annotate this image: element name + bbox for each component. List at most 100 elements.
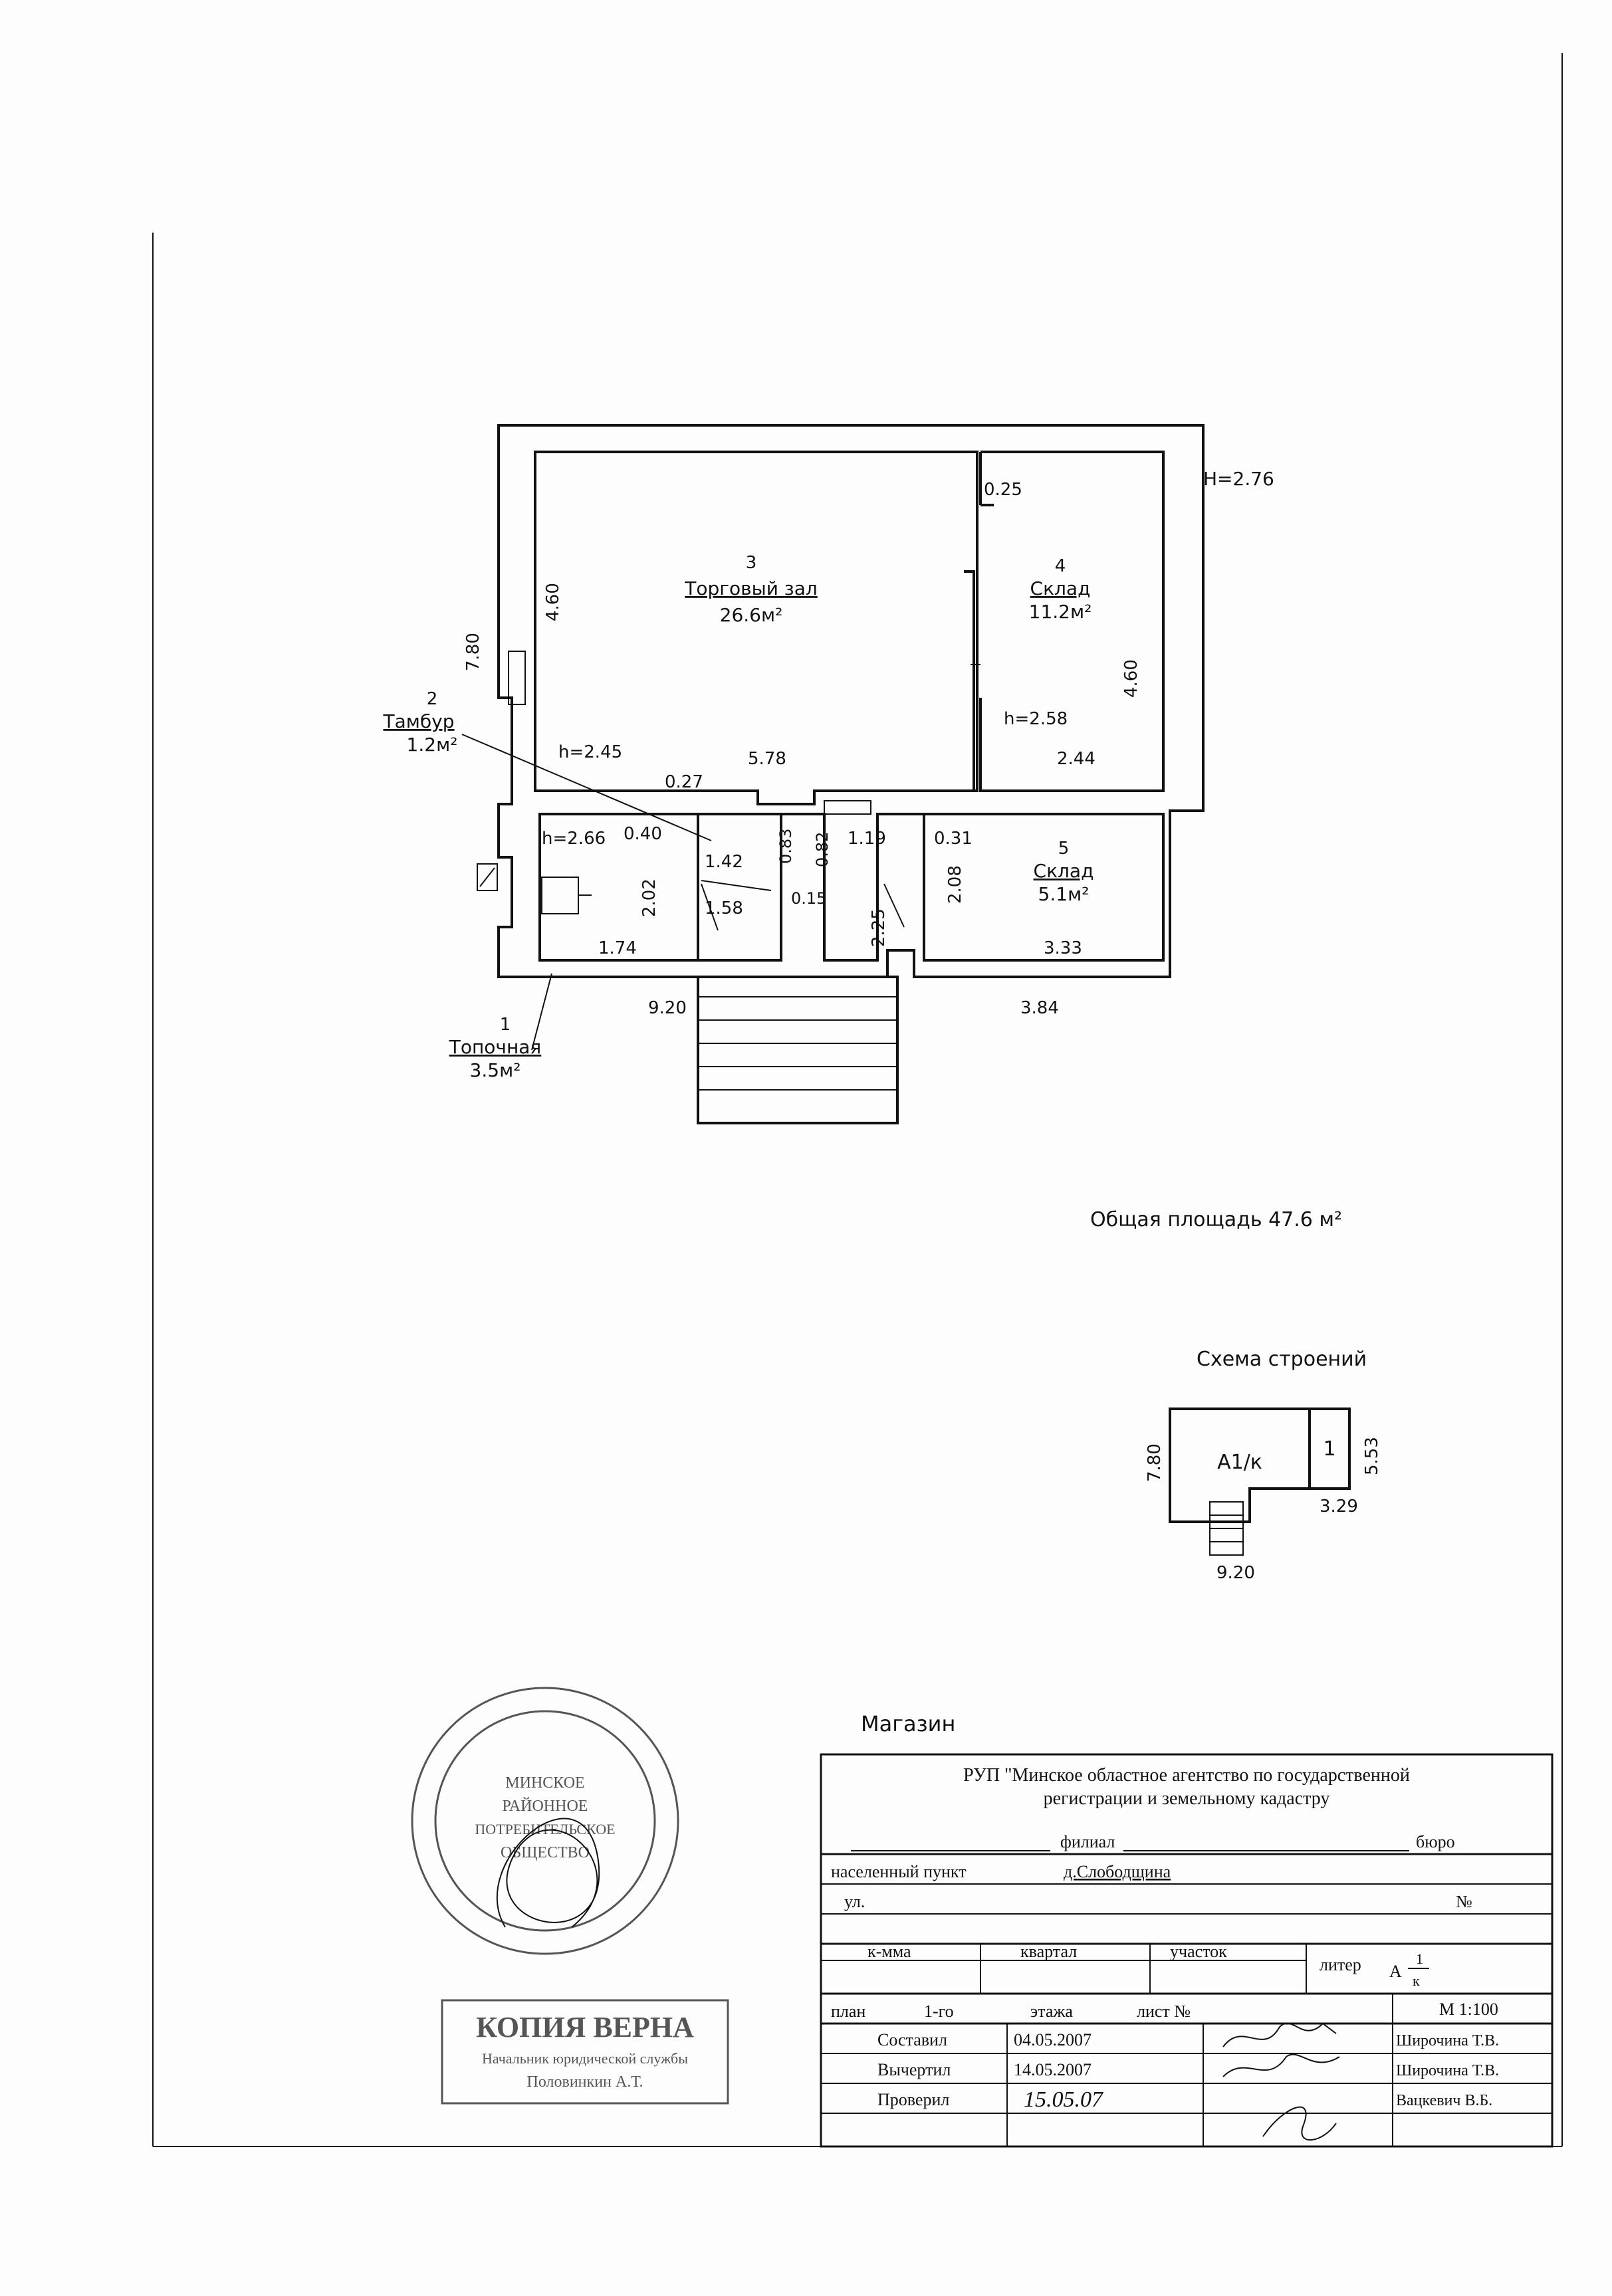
liter-value: А: [1389, 1962, 1402, 1981]
col-uchastok: участок: [1170, 1942, 1227, 1961]
dim-174: 1.74: [598, 938, 637, 958]
floor-value: 1-го: [924, 2002, 954, 2021]
scheme-label-main: А1/к: [1217, 1451, 1262, 1474]
scheme-dim-329: 3.29: [1320, 1497, 1358, 1516]
row-1-date: 04.05.2007: [1014, 2030, 1092, 2049]
room-3-number: 3: [746, 553, 757, 573]
dim-027: 0.27: [665, 772, 703, 792]
dim-578: 5.78: [748, 749, 786, 769]
dim-025: 0.25: [984, 480, 1022, 500]
dim-031: 0.31: [934, 829, 973, 849]
scheme-label-annex: 1: [1323, 1437, 1335, 1461]
dim-384: 3.84: [1020, 998, 1059, 1018]
scheme-dim-920: 9.20: [1216, 1563, 1255, 1583]
dim-920: 9.20: [648, 998, 687, 1018]
copy-line3: Половинкин А.Т.: [527, 2073, 643, 2091]
dim-202: 2.02: [639, 879, 659, 917]
total-area: Общая площадь 47.6 м²: [1090, 1208, 1342, 1231]
room-1-number: 1: [500, 1015, 511, 1035]
room-1-name: Топочная: [449, 1036, 542, 1058]
row-1-name: Широчина Т.В.: [1396, 2032, 1499, 2049]
col-kvartal: квартал: [1020, 1942, 1077, 1961]
room-5-area: 5.1м²: [1038, 883, 1090, 905]
room-5-contour: [923, 813, 1165, 962]
room-2-number: 2: [427, 689, 438, 709]
room-3-name: Торговый зал: [684, 577, 818, 599]
dim-333: 3.33: [1044, 938, 1082, 958]
object-name: Магазин: [861, 1711, 955, 1736]
room-4-number: 4: [1055, 556, 1066, 576]
sheet-frame: [152, 53, 1563, 2147]
seal-line-4: ОБЩЕСТВО: [501, 1844, 590, 1861]
seal-line-1: МИНСКОЕ: [505, 1774, 584, 1792]
building-scheme: Схема строений А1/к 1 7.80 5.53 3.29 9.2…: [1145, 1348, 1382, 1583]
org-line1: РУП "Минское областное агентство по госу…: [963, 1765, 1410, 1786]
round-seal: МИНСКОЕ РАЙОННОЕ ПОТРЕБИТЕЛЬСКОЕ ОБЩЕСТВ…: [411, 1687, 679, 1955]
room-2-contour: [698, 813, 782, 962]
dim-119: 1.19: [848, 829, 886, 849]
room-2-area: 1.2м²: [407, 734, 458, 756]
col-kmma: к-мма: [867, 1942, 911, 1961]
boiler-symbol: [541, 877, 579, 914]
chimney-symbol: [477, 863, 498, 891]
signature-1: [1222, 2022, 1337, 2047]
settlement-label: населенный пункт: [831, 1862, 967, 1881]
settlement-value: д.Слободщина: [1064, 1862, 1171, 1881]
row-2-date: 14.05.2007: [1014, 2060, 1092, 2079]
bureau-label: бюро: [1416, 1832, 1455, 1851]
room-4-contour: [979, 451, 1165, 792]
liter-frac-top: 1: [1416, 1950, 1423, 1967]
dim-015: 0.15: [791, 889, 826, 908]
seal-signature: [496, 1818, 600, 1928]
row-1-role: Составил: [877, 2030, 947, 2049]
dim-208: 2.08: [945, 865, 965, 904]
dim-225: 2.25: [869, 908, 889, 947]
height-topochnaya: h=2.66: [542, 829, 606, 849]
org-line2: регистрации и земельному кадастру: [1044, 1788, 1330, 1809]
scheme-title: Схема строений: [1197, 1348, 1367, 1371]
dim-244: 2.44: [1057, 749, 1095, 769]
dim-460-right: 4.60: [1121, 659, 1141, 698]
title-block: Магазин РУП "Минское областное агентство…: [820, 1711, 1554, 2148]
signature-3: [1262, 2106, 1337, 2141]
scale: М 1:100: [1439, 2000, 1498, 2019]
floor-label: этажа: [1030, 2002, 1073, 2021]
seal-line-2: РАЙОННОЕ: [503, 1798, 588, 1815]
liter-frac-bottom: к: [1413, 1972, 1420, 1989]
row-2-name: Широчина Т.В.: [1396, 2062, 1499, 2079]
row-3-name: Вацкевич В.Б.: [1396, 2092, 1492, 2109]
row-2-role: Вычертил: [877, 2060, 951, 2079]
number-label: №: [1456, 1892, 1472, 1911]
window-corridor: [824, 800, 871, 815]
copy-title: КОПИЯ ВЕРНА: [476, 2011, 694, 2043]
room-5-name: Склад: [1034, 860, 1094, 882]
height-zal: h=2.45: [558, 742, 622, 762]
dim-082: 0.82: [813, 832, 832, 867]
dim-040: 0.40: [624, 824, 662, 844]
row-3-date: 15.05.07: [1024, 2087, 1104, 2112]
room-1-area: 3.5м²: [470, 1059, 521, 1081]
corridor-contour: [781, 813, 924, 962]
dim-158: 1.58: [705, 898, 743, 918]
room-4-area: 11.2м²: [1029, 601, 1092, 623]
window-left: [508, 651, 526, 705]
scheme-annex: [1308, 1408, 1351, 1490]
porch-stairs: [697, 976, 899, 1124]
height-main: H=2.76: [1203, 468, 1274, 490]
room-4-name: Склад: [1030, 577, 1091, 599]
room-5-number: 5: [1058, 839, 1070, 859]
signature-2: [1222, 2053, 1340, 2077]
scheme-dim-553: 5.53: [1362, 1437, 1382, 1475]
scheme-dim-780: 7.80: [1145, 1443, 1165, 1482]
copy-stamp: КОПИЯ ВЕРНА Начальник юридической службы…: [441, 1999, 729, 2105]
row-3-role: Проверил: [877, 2090, 949, 2109]
dim-142: 1.42: [705, 852, 743, 872]
branch-label: филиал: [1060, 1832, 1115, 1851]
floor-plan: 3 Торговый зал 26.6м² 4 Склад 11.2м² 5 С…: [383, 424, 1342, 1231]
height-sklad4: h=2.58: [1004, 709, 1068, 729]
outer-wall: [497, 424, 1205, 978]
room-3-contour: [534, 451, 979, 805]
dim-780: 7.80: [463, 633, 483, 671]
